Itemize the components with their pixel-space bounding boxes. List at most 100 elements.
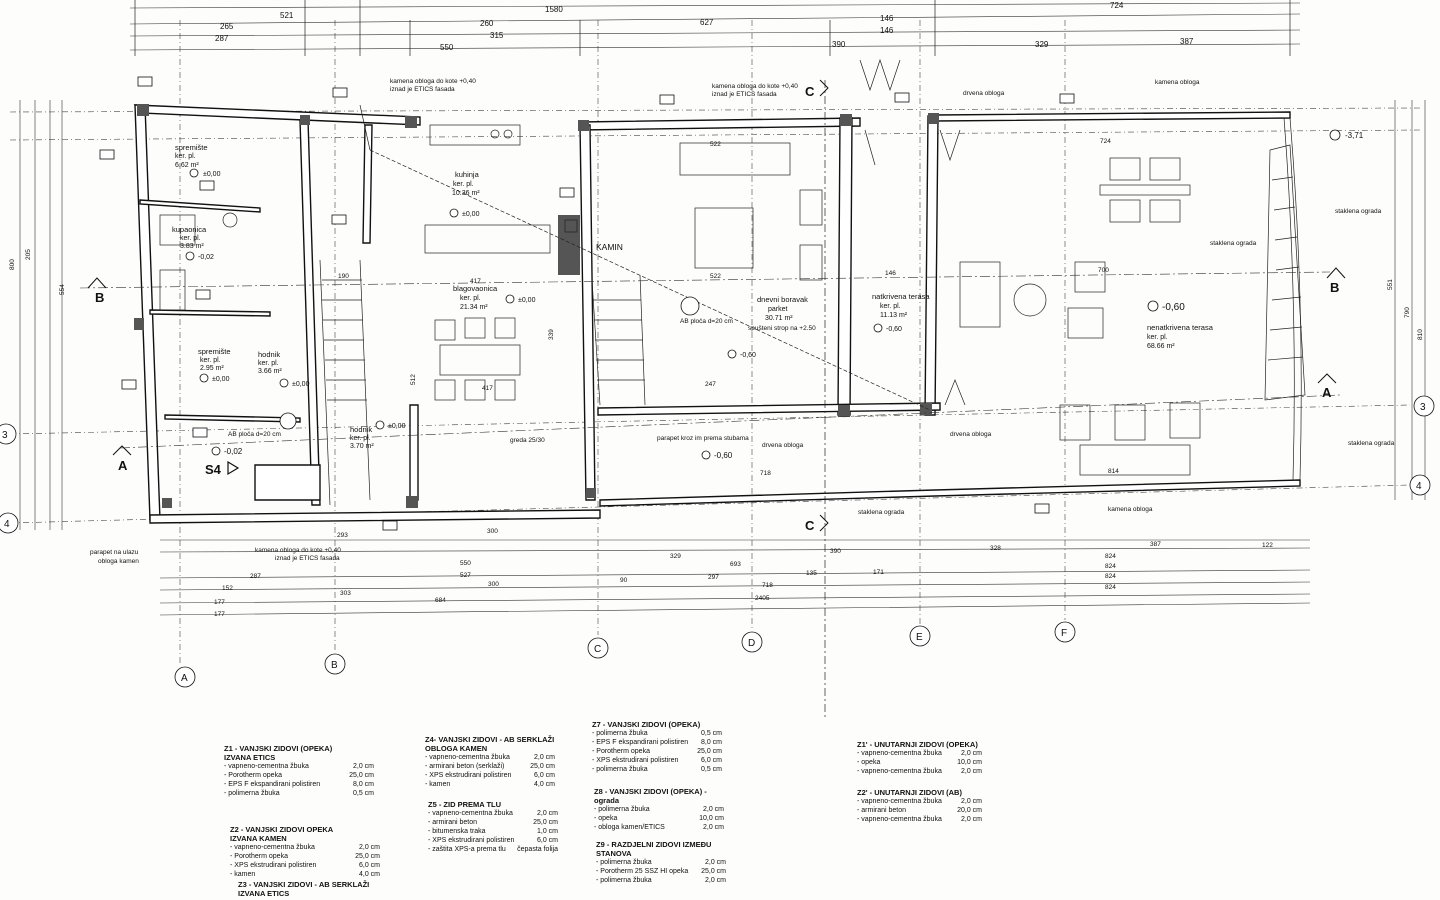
axis-f: F xyxy=(1061,628,1067,639)
note-kamena-bottom: kamena obloga do kote +0,40 xyxy=(255,547,341,554)
room-name: spremište xyxy=(175,143,208,152)
section-s4-label: S4 xyxy=(205,462,222,477)
legend-row: - polimerna žbuka 0,5 cm xyxy=(592,729,722,738)
terrace-rafters xyxy=(859,58,966,406)
legend-thickness: 10,0 cm xyxy=(957,759,982,766)
room-nenatkrivena-terasa: nenatkrivena terasa ker. pl. 68.66 m² -0… xyxy=(1147,300,1214,350)
room-floor: ker. pl. xyxy=(350,435,371,442)
dim-bot-390: 390 xyxy=(830,548,841,555)
note-etics-bottom: iznad je ETICS fasada xyxy=(275,555,340,562)
stairs xyxy=(319,144,1306,506)
level-entry: -0,02 xyxy=(224,447,243,456)
legend-thickness: 25,0 cm xyxy=(355,853,380,860)
room-area: 3.70 m² xyxy=(350,443,374,450)
room-level: ±0,00 xyxy=(462,211,480,218)
legend-z5: Z5 - ZID PREMA TLU- vapneno-cementna žbu… xyxy=(428,800,558,854)
legend-material: - polimerna žbuka xyxy=(592,730,648,737)
arrow-up-icon xyxy=(112,445,132,456)
axis-e: E xyxy=(916,632,923,643)
legend-material: - obloga kamen/ETICS xyxy=(594,824,665,831)
dim-bot-177a: 177 xyxy=(214,599,225,606)
legend-material: - Porotherm opeka xyxy=(592,748,650,755)
level-marker-icon xyxy=(185,251,195,261)
note-kamena-obloga: kamena obloga xyxy=(1155,79,1200,86)
room-kuhinja: kuhinja ker. pl. 10.36 m² ±0,00 xyxy=(449,170,480,218)
dim-814: 814 xyxy=(1108,468,1119,475)
dim-724-in: 724 xyxy=(1100,138,1111,145)
room-level: -0,02 xyxy=(198,254,214,261)
dim-512: 512 xyxy=(410,374,417,385)
legend-thickness: 0,5 cm xyxy=(352,790,374,797)
legend-material: - armirani beton xyxy=(428,819,478,826)
legend-z7: Z7 - VANJSKI ZIDOVI (OPEKA)- polimerna ž… xyxy=(592,720,722,774)
legend-title: Z7 - VANJSKI ZIDOVI (OPEKA) xyxy=(592,720,701,729)
note-staklena-ograda-3: staklena ograda xyxy=(1348,440,1395,447)
room-level: ±0,00 xyxy=(518,297,536,304)
marker-200b-icon xyxy=(279,412,297,430)
room-floor: ker. pl. xyxy=(200,357,221,364)
legend-thickness: 2,0 cm xyxy=(960,798,982,805)
axis-grid xyxy=(9,20,1421,665)
dim-417b: 417 xyxy=(482,385,493,392)
dim-521: 521 xyxy=(280,11,294,20)
dim-810: 810 xyxy=(1417,329,1424,340)
dim-700: 700 xyxy=(1098,267,1109,274)
level-marker-icon xyxy=(873,323,883,333)
legend-title: Z5 - ZID PREMA TLU xyxy=(428,800,502,809)
room-floor: parket xyxy=(768,306,788,313)
section-lines xyxy=(79,80,1341,720)
room-area: 3.66 m² xyxy=(258,368,282,375)
legend-thickness: 6,0 cm xyxy=(536,837,558,844)
legend-material: - armirani beton (serklaži) xyxy=(425,763,505,770)
legend-material: - XPS ekstrudirani polistiren xyxy=(592,757,679,764)
legend-title: Z1' - UNUTARNJI ZIDOVI (OPEKA) xyxy=(857,740,978,749)
s4-arrow-icon xyxy=(227,460,240,476)
dim-bot-684: 684 xyxy=(435,597,446,604)
legend-material: - Porotherm opeka xyxy=(224,772,282,779)
legend-thickness: 2,0 cm xyxy=(702,824,724,831)
room-floor: ker. pl. xyxy=(1147,334,1168,341)
room-kupaonica: kupaonica ker. pl. 3.83 m² -0,02 xyxy=(172,225,214,261)
dim-724: 724 xyxy=(1110,1,1124,10)
dim-146-in: 146 xyxy=(885,270,896,277)
room-floor: ker. pl. xyxy=(460,295,481,302)
legend-thickness: 8,0 cm xyxy=(700,739,722,746)
dim-390: 390 xyxy=(832,40,846,49)
dim-247: 247 xyxy=(705,381,716,388)
section-b-right: B xyxy=(1330,280,1339,295)
level-marker-icon xyxy=(1147,300,1159,312)
dim-bot-2405: 2405 xyxy=(755,595,770,602)
note-drvena-obloga: drvena obloga xyxy=(963,90,1005,97)
left-dimensions: 800 554 205 xyxy=(9,100,66,530)
legend-row: - XPS ekstrudirani polistiren 6,0 cm xyxy=(428,836,558,845)
room-floor: ker. pl. xyxy=(175,153,196,160)
room-blagovaonica: blagovaonica ker. pl. 21.34 m² ±0,00 xyxy=(453,284,536,311)
top-dimensions: 521 1580 724 265 260 627 146 146 287 315… xyxy=(129,0,1301,56)
room-area: 11.13 m² xyxy=(880,312,908,319)
legend-thickness: čepasta folija xyxy=(517,846,558,853)
legend-z1p: Z1' - UNUTARNJI ZIDOVI (OPEKA)- vapneno-… xyxy=(857,740,982,776)
legend-thickness: 6,0 cm xyxy=(358,862,380,869)
dim-bot-300: 300 xyxy=(487,528,498,535)
axis-a: A xyxy=(181,673,188,684)
legend-thickness: 0,5 cm xyxy=(700,730,722,737)
room-floor: ker. pl. xyxy=(880,303,901,310)
legend-material: - vapneno-cementna žbuka xyxy=(428,810,513,817)
legend-thickness: 25,0 cm xyxy=(533,819,558,826)
legend-thickness: 8,0 cm xyxy=(352,781,374,788)
room-level: ±0,00 xyxy=(212,376,230,383)
legend-material: - XPS ekstrudirani polistiren xyxy=(428,837,515,844)
section-a-right: A xyxy=(1322,385,1332,400)
note-drvena-obloga-2: drvena obloga xyxy=(762,442,804,449)
